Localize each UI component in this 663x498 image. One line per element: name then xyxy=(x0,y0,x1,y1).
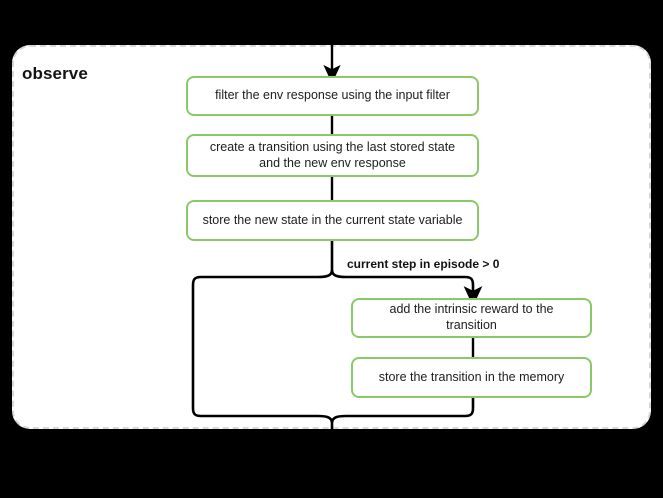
node-create-transition-label: create a transition using the last store… xyxy=(209,139,456,170)
node-store-transition-label: store the transition in the memory xyxy=(378,369,565,384)
node-store-new-state[interactable]: store the new state in the current state… xyxy=(186,200,479,241)
node-filter-env-response[interactable]: filter the env response using the input … xyxy=(186,76,479,116)
node-filter-env-response-label: filter the env response using the input … xyxy=(215,88,450,103)
node-add-intrinsic-reward[interactable]: add the intrinsic reward to the transiti… xyxy=(351,298,592,338)
node-add-intrinsic-reward-label: add the intrinsic reward to the transiti… xyxy=(389,302,554,332)
node-store-new-state-label: store the new state in the current state… xyxy=(202,212,463,227)
node-create-transition[interactable]: create a transition using the last store… xyxy=(186,134,479,177)
edge-label-current-step-condition: current step in episode > 0 xyxy=(345,257,502,271)
subgraph-title: observe xyxy=(22,64,88,83)
node-store-transition[interactable]: store the transition in the memory xyxy=(351,357,592,398)
